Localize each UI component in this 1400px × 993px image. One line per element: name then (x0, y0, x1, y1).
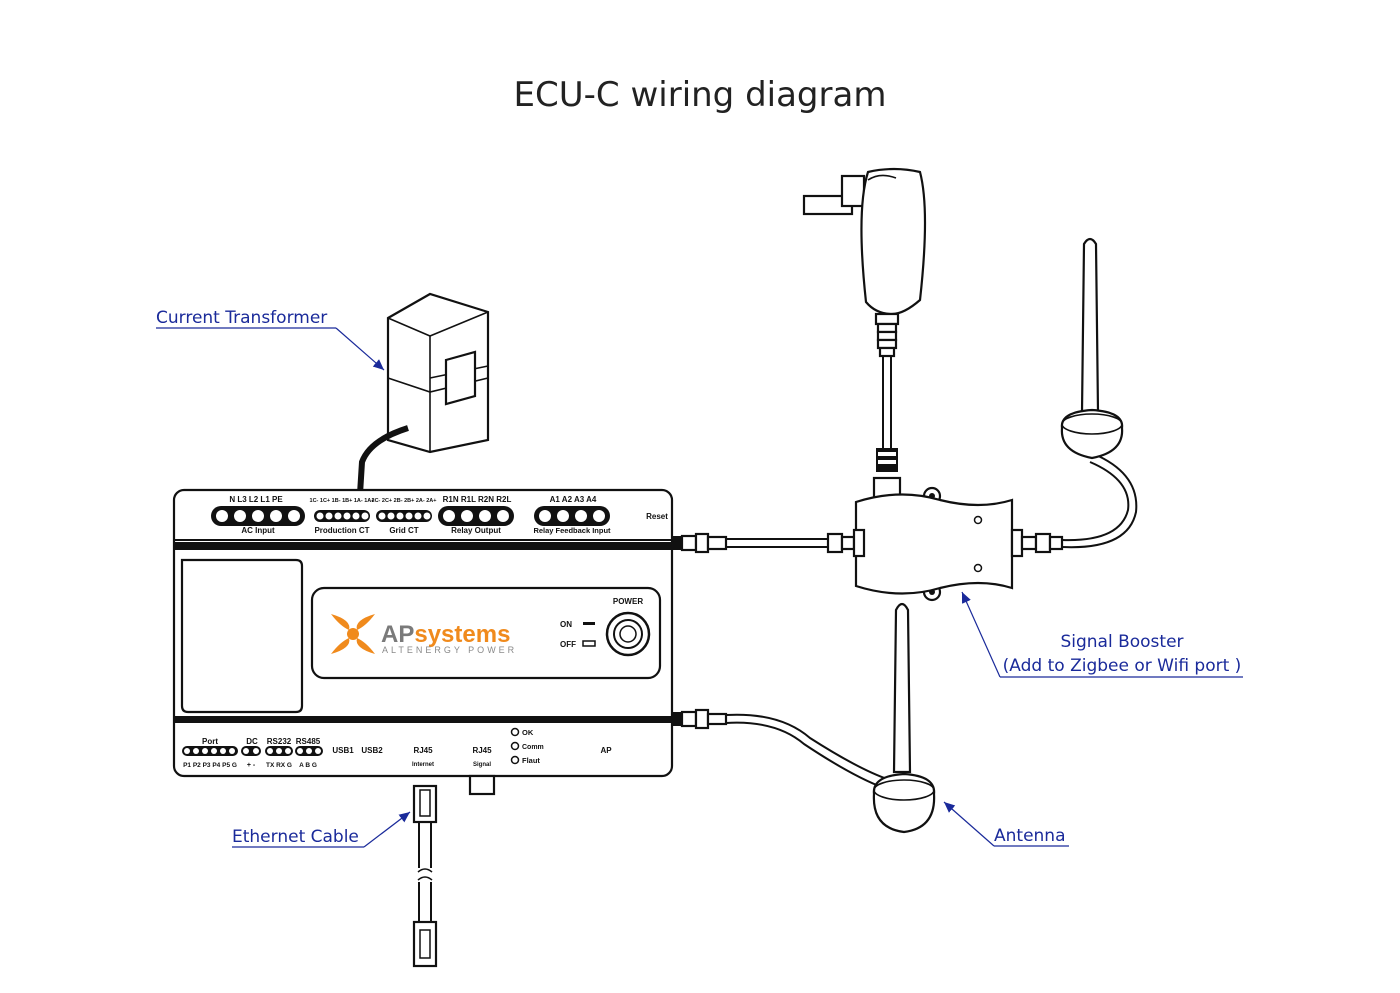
coax-cable-bottom (680, 708, 891, 789)
rj45-internet-label: RJ45 (413, 746, 433, 755)
led-comm-label: Comm (522, 744, 544, 751)
callout-current-transformer: Current Transformer (156, 308, 385, 371)
rj45-internet-sub: Internet (412, 762, 434, 768)
brand-ap: AP (381, 621, 414, 648)
off-label: OFF (560, 640, 576, 649)
relay-output-pins: R1N R1L R2N R2L (443, 495, 512, 504)
diagram-title: ECU-C wiring diagram (514, 75, 887, 115)
rs232-label: RS232 (267, 737, 292, 746)
callout-antenna: Antenna (943, 801, 1069, 847)
current-transformer (357, 292, 490, 495)
brand-systems: systems (414, 621, 510, 648)
usb1-label: USB1 (332, 746, 354, 755)
front-panel (310, 586, 662, 680)
port-label: Port (202, 737, 218, 746)
power-switch[interactable]: POWER ON OFF (560, 597, 651, 657)
signal-booster-sublabel: (Add to Zigbee or Wifi port ) (1003, 656, 1242, 676)
grid-ct-pins: 2C- 2C+ 2B- 2B+ 2A- 2A+ (372, 498, 437, 504)
relay-feedback-pins: A1 A2 A3 A4 (550, 495, 597, 504)
led-ok-label: OK (522, 728, 534, 737)
antenna-label: Antenna (994, 826, 1066, 846)
signal-booster (852, 486, 1024, 602)
led-fault-label: Flaut (522, 756, 540, 765)
reset-label: Reset (646, 512, 668, 521)
led-fault-indicator (510, 755, 520, 765)
grid-ct-label: Grid CT (389, 526, 418, 535)
rs485-label: RS485 (296, 737, 321, 746)
current-transformer-label: Current Transformer (156, 308, 327, 328)
usb2-label: USB2 (361, 746, 383, 755)
booster-antenna-cable (1020, 453, 1138, 554)
brand-subtitle: ALTENERGY POWER (382, 645, 517, 655)
top-terminal-block: N L3 L2 L1 PE AC Input 1C- 1C+ 1B- 1B+ 1… (211, 495, 668, 535)
ethernet-cable (412, 784, 438, 968)
ac-input-label: AC Input (241, 526, 275, 535)
callout-signal-booster: Signal Booster (Add to Zigbee or Wifi po… (961, 591, 1243, 678)
svg-text:APsystems: APsystems (381, 621, 510, 648)
ap-label: AP (600, 746, 612, 755)
port-pins: P1 P2 P3 P4 P5 G (183, 762, 237, 769)
on-label: ON (560, 620, 572, 629)
antenna-lower (872, 602, 936, 834)
dc-pins: + - (247, 762, 256, 769)
relay-output-label: Relay Output (451, 526, 501, 535)
bottom-port-row: Port P1 P2 P3 P4 P5 G DC + - RS232 TX RX… (182, 727, 612, 769)
rs232-pins: TX RX G (266, 762, 292, 769)
display-window (180, 558, 304, 714)
ethernet-cable-label: Ethernet Cable (232, 827, 359, 847)
callout-ethernet-cable: Ethernet Cable (232, 811, 411, 848)
coax-cable-top (680, 532, 856, 554)
antenna-upper (1060, 237, 1124, 460)
led-comm-indicator (510, 741, 520, 751)
rj45-signal-label: RJ45 (472, 746, 492, 755)
apsystems-logo: APsystems ALTENERGY POWER (331, 614, 517, 655)
rj45-signal-sub: Signal (473, 762, 491, 768)
signal-booster-label: Signal Booster (1060, 632, 1183, 652)
power-label: POWER (613, 597, 643, 606)
ecu-c-device: N L3 L2 L1 PE AC Input 1C- 1C+ 1B- 1B+ 1… (172, 488, 682, 796)
ac-input-pins: N L3 L2 L1 PE (229, 495, 283, 504)
power-adapter (802, 167, 927, 510)
led-ok-indicator (510, 727, 520, 737)
relay-feedback-label: Relay Feedback Input (533, 526, 611, 535)
production-ct-label: Production CT (314, 526, 369, 535)
production-ct-pins: 1C- 1C+ 1B- 1B+ 1A- 1A+ (310, 498, 375, 504)
dc-label: DC (246, 737, 258, 746)
rs485-pins: A B G (299, 762, 317, 769)
